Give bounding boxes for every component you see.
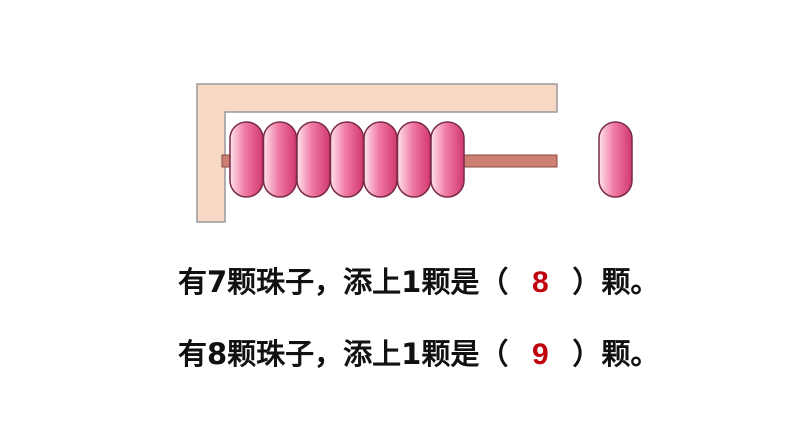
sentence-2: 有8颗珠子，添上1颗是（ 9 ）颗。 [178,334,659,374]
abacus-frame [196,83,558,223]
added-bead [598,121,633,198]
sentence-1-suffix: ）颗。 [572,265,660,299]
bead [262,121,298,198]
answer-2: 9 [532,338,549,371]
bead [329,121,365,198]
bead [363,121,398,198]
answer-1: 8 [532,266,549,299]
bead [430,121,465,198]
bead [296,121,331,198]
sentence-1: 有7颗珠子，添上1颗是（ 8 ）颗。 [178,262,659,302]
bead [396,121,432,198]
beads-on-rod [229,121,465,198]
sentence-2-prefix: 有8颗珠子，添上1颗是（ [178,337,509,371]
bead [229,121,264,198]
sentence-2-suffix: ）颗。 [572,337,660,371]
sentence-1-prefix: 有7颗珠子，添上1颗是（ [178,265,509,299]
abacus-illustration [196,83,633,223]
added-beads [598,121,633,198]
